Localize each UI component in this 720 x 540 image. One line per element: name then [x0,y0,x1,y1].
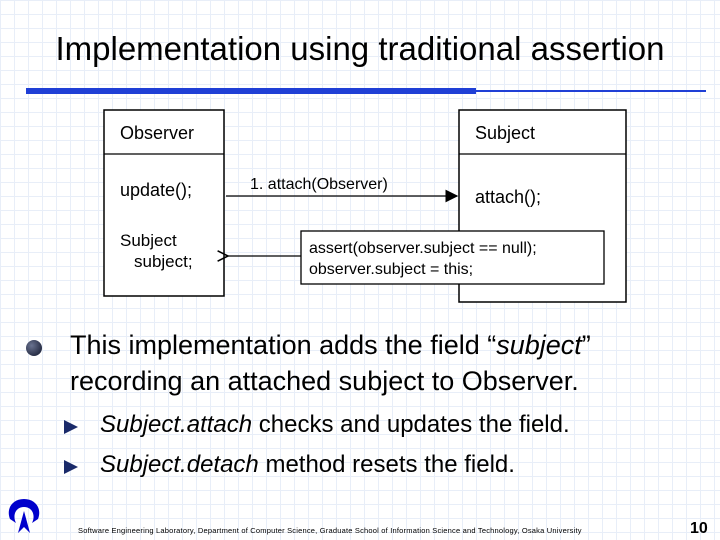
slide-title: Implementation using traditional asserti… [55,30,665,67]
sub-bullet-attach-text: checks and updates the field. [252,411,570,438]
title-underline-bar [26,88,476,94]
observer-field-name: subject; [134,252,193,271]
sub-bullet-detach: Subject.detach method resets the field. [100,450,515,480]
sequence-diagram: Observer update(); Subject subject; Subj… [103,109,627,303]
title-underline-thin [476,90,706,92]
main-bullet-text-after: ” recording an attached subject to Obser… [70,330,591,396]
sub-bullet-attach-italic: Subject.attach [100,411,253,438]
attach-call-label: 1. attach(Observer) [250,176,388,193]
observer-update-method: update(); [120,180,192,200]
assertion-note-box: assert(observer.subject == null); observ… [300,230,605,285]
page-number: 10 [690,520,708,537]
main-bullet-italic: subject [496,330,582,360]
main-bullet: This implementation adds the field “subj… [70,327,710,399]
observer-field-type: Subject [120,231,177,250]
sub-bullet-detach-text: method resets the field. [258,451,515,478]
subject-class-name: Subject [475,123,535,143]
observer-class-name: Observer [120,123,194,143]
footer-text: Software Engineering Laboratory, Departm… [78,526,582,535]
note-assert-line: assert(observer.subject == null); [309,240,537,257]
note-assign-line: observer.subject = this; [309,261,473,278]
observer-class-box: Observer update(); Subject subject; [103,109,225,297]
bullet-dot-icon [26,340,42,356]
sub-bullet-arrow-icon [64,460,78,474]
university-logo-icon [8,499,40,533]
main-bullet-text-before: This implementation adds the field “ [70,330,497,360]
sub-bullet-arrow-icon [64,420,78,434]
sub-bullet-detach-italic: Subject.detach [100,451,259,478]
sub-bullet-attach: Subject.attach checks and updates the fi… [100,410,570,440]
subject-attach-method: attach(); [475,187,541,207]
